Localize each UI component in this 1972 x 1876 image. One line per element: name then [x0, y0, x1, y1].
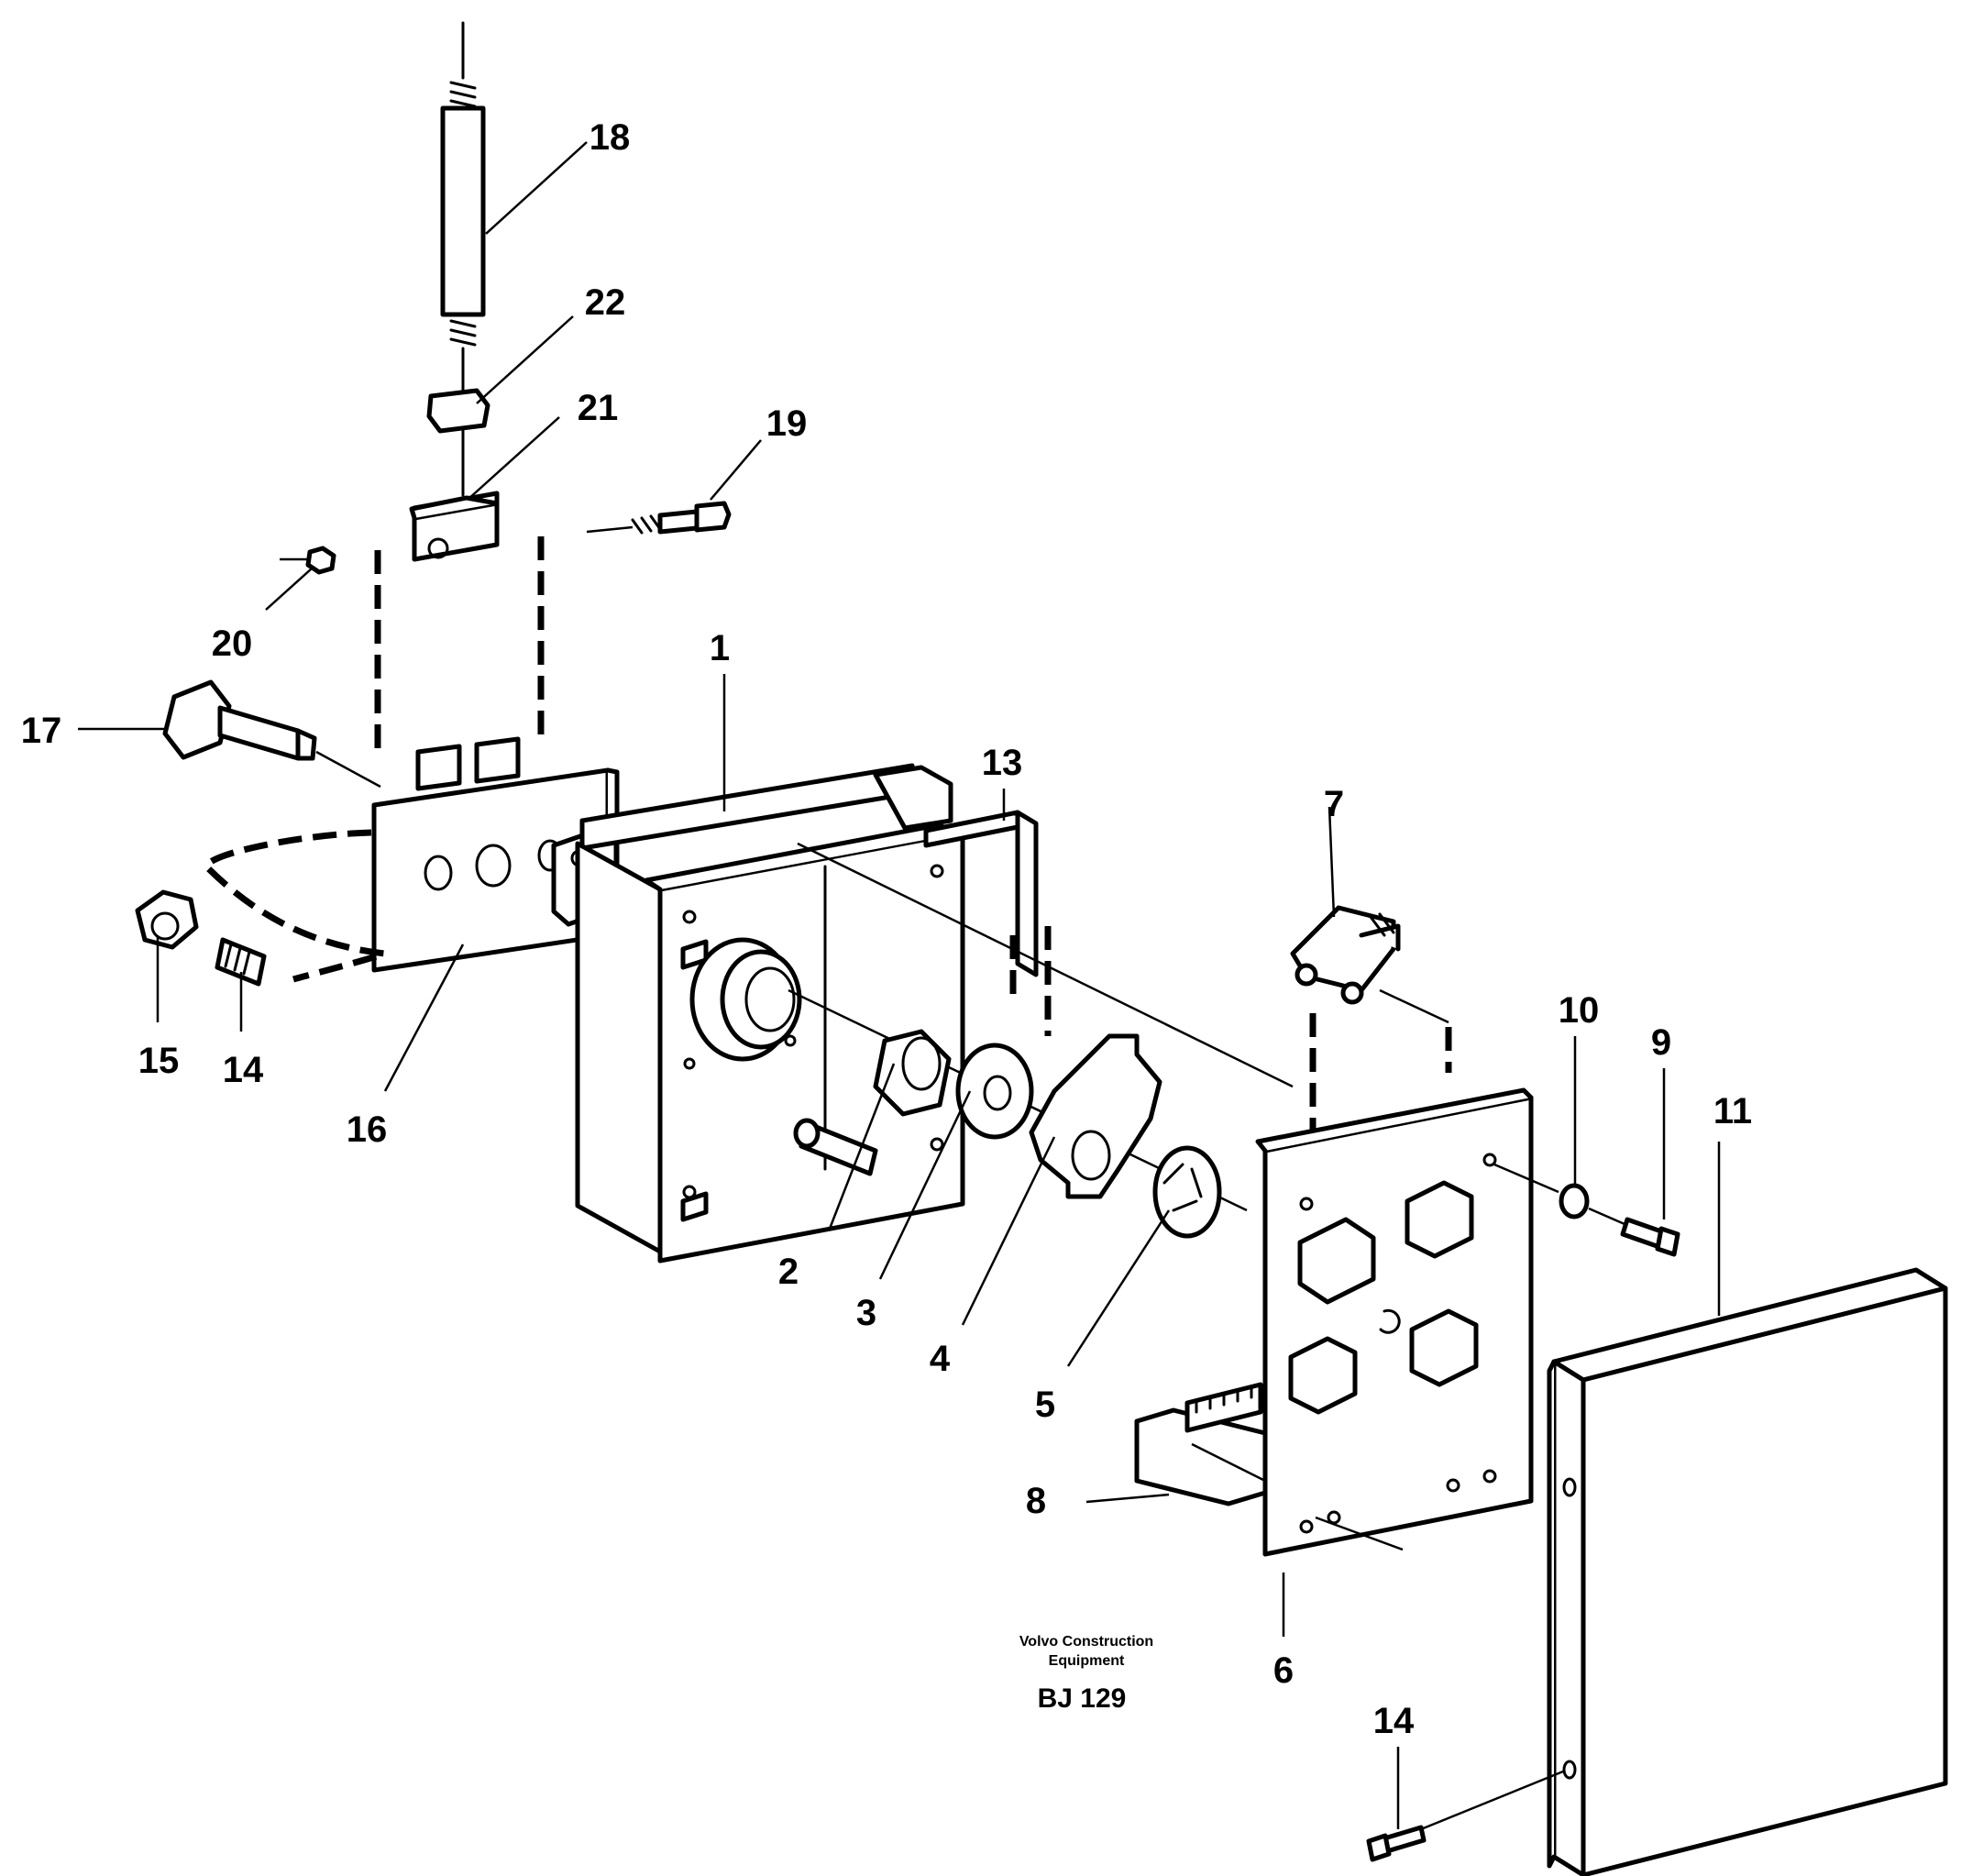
callout-7: 7: [1324, 784, 1344, 824]
callout-18: 18: [589, 117, 631, 158]
connector-8: [1134, 1382, 1268, 1506]
callout-6: 6: [1273, 1650, 1294, 1691]
axis-line-main: [797, 842, 1294, 1088]
stud-14: [215, 937, 267, 987]
callout-10: 10: [1559, 990, 1600, 1031]
callout-9: 9: [1651, 1022, 1671, 1063]
callout-5: 5: [1035, 1385, 1055, 1425]
terminal-plate-16: [371, 736, 620, 973]
nut-22: [426, 388, 490, 434]
callout-21: 21: [578, 388, 619, 428]
callout-20: 20: [212, 623, 253, 664]
housing-1: [575, 763, 966, 1264]
callout-16: 16: [347, 1109, 388, 1150]
dashed-connector-switch: [1309, 1013, 1452, 1146]
credit-line-1: Volvo Construction: [1019, 1634, 1153, 1650]
dashed-connector-top: [374, 536, 545, 752]
dashed-wire: [202, 829, 387, 983]
callout-8: 8: [1026, 1481, 1046, 1521]
callout-19: 19: [766, 403, 808, 444]
cover-11: [1420, 1267, 1948, 1876]
callout-15: 15: [138, 1041, 180, 1081]
bushing-2: [873, 1029, 952, 1117]
star-washer-5: [1152, 1145, 1222, 1239]
cam-disc-4: [1029, 1033, 1162, 1199]
callout-2: 2: [778, 1252, 799, 1292]
screw-14-bottom: [1366, 1825, 1427, 1862]
credit-line-2: Equipment: [1049, 1653, 1125, 1669]
callout-17: 17: [21, 711, 62, 751]
drawing-code: BJ 129: [1038, 1683, 1127, 1714]
washer-3: [955, 1043, 1034, 1140]
switch-7: [1290, 905, 1449, 1024]
circuit-board-6: [1255, 1087, 1534, 1557]
screw-19: [586, 501, 732, 535]
nut-15: [135, 889, 199, 950]
callout-14: 14: [223, 1050, 264, 1090]
callout-13: 13: [982, 743, 1023, 783]
callout-11: 11: [1713, 1091, 1752, 1131]
credit-block: Volvo Construction Equipment BJ 129: [1019, 1634, 1153, 1714]
callout-4: 4: [930, 1339, 951, 1379]
callout-3: 3: [856, 1293, 876, 1333]
bracket-13: [923, 810, 1052, 1036]
threaded-rod: [440, 21, 486, 497]
callout-1: 1: [710, 628, 730, 668]
clamp-block-21: [409, 491, 500, 562]
leader-lines: [78, 141, 1721, 1829]
callout-labels: 1 2 3 4 5 6 7 8 9 10 11 13 14 15 16 17 1…: [21, 117, 1752, 1741]
callout-22: 22: [585, 282, 626, 323]
nut-20: [280, 546, 336, 575]
callout-14-bottom: 14: [1373, 1701, 1415, 1741]
screw-9: [1620, 1217, 1680, 1257]
bolt-17: [162, 679, 381, 789]
